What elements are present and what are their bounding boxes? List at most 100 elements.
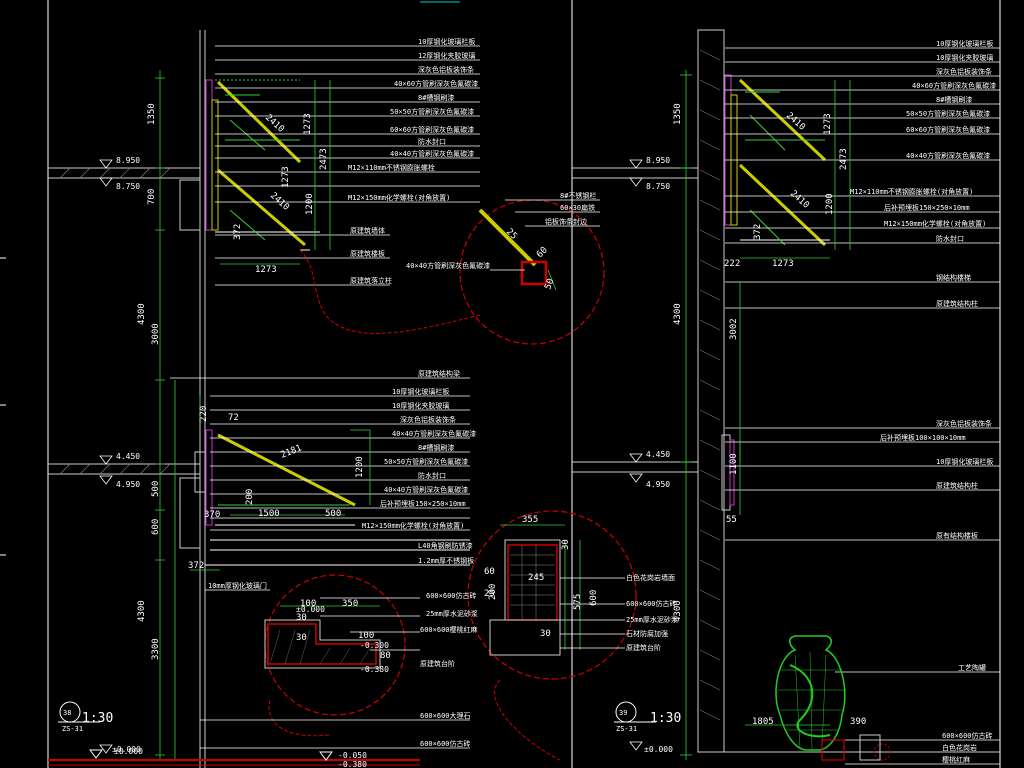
note-text: 原建筑结构梁 [418, 369, 460, 378]
level-text: 4.450 [646, 450, 670, 459]
note-text: 40×40方管刷深灰色氟碳漆 [392, 429, 476, 438]
left-upper-leaders [215, 45, 480, 286]
dim-text: 200 [245, 489, 255, 505]
dim-text: 3002 [729, 318, 739, 340]
right-wall [697, 29, 725, 753]
dim-text: 72 [228, 413, 239, 423]
level-text: 8.950 [646, 156, 670, 165]
note-text: M12×150mm化学螺栓(对角放置) [348, 193, 450, 202]
note-text: 600×600大理石 [420, 711, 471, 720]
level-text: 4.950 [116, 480, 140, 489]
dim-text: 4300 [673, 600, 683, 622]
dim-text: 372 [188, 561, 204, 571]
note-text: 防水封口 [418, 137, 446, 146]
left-callout-link [299, 249, 481, 334]
note-text: 原建筑台阶 [626, 643, 661, 652]
dim-text: 372 [753, 224, 763, 240]
scale-badge-bottom: ZS-31 [616, 725, 637, 733]
dim-text: 200 [488, 584, 498, 600]
dim-text: 50 [543, 277, 556, 291]
dim-text: 30 [540, 629, 551, 639]
level-text: 4.450 [116, 452, 140, 461]
left-lower-railing [194, 429, 470, 566]
note-text: 白色花岗岩墙面 [626, 573, 675, 582]
vase [775, 635, 846, 751]
note-text: 8#不锈钢栏 [560, 191, 596, 200]
right-leaders [725, 47, 1000, 765]
note-text: M12×150mm化学螺栓(对角放置) [362, 521, 464, 530]
dim-text: 355 [522, 515, 538, 525]
dim-text: 1500 [258, 509, 280, 519]
right-scale-badge [614, 701, 656, 723]
note-text: 原建筑落立柱 [350, 276, 392, 285]
note-text: 10厚钢化玻璃栏板 [418, 37, 475, 46]
level-text: 8.750 [646, 182, 670, 191]
note-text: M12×150mm化学螺栓(对角放置) [884, 219, 986, 228]
callout-lower-left-text: 350 100 100 30 30 80 ±0.000 -0.380 -0.30… [296, 591, 478, 674]
note-text: 后补预埋板150×250×10mm [380, 499, 466, 508]
dim-text: 220 [199, 406, 209, 422]
note-text: 60×60方管刷深灰色氟碳漆 [390, 125, 474, 134]
note-text: 600×600仿古砖 [426, 591, 477, 600]
left-wall [48, 30, 206, 768]
scale-badge-top: 39 [619, 709, 627, 717]
left-level-markers [99, 159, 113, 754]
note-text: L40角钢刷防锈漆 [418, 541, 473, 550]
dim-text: 350 [342, 599, 358, 609]
note-text: 原建筑结构柱 [936, 481, 978, 490]
callout-lower-left [264, 574, 420, 737]
dim-text: 3000 [151, 323, 161, 345]
dim-text: 1350 [673, 103, 683, 125]
level-text: ±0.000 [296, 605, 325, 614]
dim-text: 30 [561, 539, 571, 550]
note-text: 防水封口 [936, 234, 964, 243]
dim-text: 2473 [839, 148, 849, 170]
note-text: 原建筑台阶 [420, 659, 455, 668]
dim-text: 600 [151, 519, 161, 535]
bottom-left-floor [48, 719, 470, 766]
note-text: 10厚钢化玻璃栏板 [936, 457, 993, 466]
level-text: 4.950 [646, 480, 670, 489]
right-upper-railing [724, 74, 830, 247]
note-text: 40×60方管刷深灰色氟碳漆 [394, 79, 478, 88]
dim-text: 1273 [281, 166, 291, 188]
note-text: 原建筑楼板 [350, 249, 385, 258]
dim-text: 500 [325, 509, 341, 519]
note-text: 8#槽钢刷漆 [418, 93, 454, 102]
callout-lower-right-text: 355 200 245 575 600 30 60 25 30 白色花岗岩墙面 … [484, 515, 678, 652]
dim-text: 4300 [673, 303, 683, 325]
dim-text: 2473 [319, 148, 329, 170]
note-text: 10厚钢化玻璃栏板 [392, 387, 449, 396]
dim-text: 1273 [303, 113, 313, 135]
callout-upper [459, 199, 605, 345]
dim-text: 1805 [752, 717, 774, 727]
note-text: 8#槽钢刷漆 [418, 443, 454, 452]
level-text: -0.380 [338, 760, 367, 768]
dim-text: 245 [528, 573, 544, 583]
note-text: 原建筑结构柱 [936, 299, 978, 308]
note-text: M12×110mm不锈钢膨胀螺栓(对角放置) [850, 187, 973, 196]
note-text: 1.2mm厚不锈钢板 [418, 556, 474, 565]
note-text: 深灰色铝板装饰条 [418, 65, 474, 74]
dim-text: 700 [147, 189, 157, 205]
note-text: 深灰色铝板装饰条 [400, 415, 456, 424]
note-text: 10厚钢化玻璃栏板 [936, 39, 993, 48]
dim-text: 390 [850, 717, 866, 727]
left-detail [48, 30, 481, 768]
note-text: 防水封口 [418, 471, 446, 480]
dim-text: 1100 [729, 453, 739, 475]
note-text: 600×600仿古砖 [626, 599, 677, 608]
level-text: ±0.000 [114, 747, 143, 756]
right-text: 1350 4300 3002 1100 4300 1273 2473 1200 … [616, 39, 996, 764]
note-text: 工艺陶罐 [958, 663, 986, 672]
dim-text: 600 [589, 590, 599, 606]
note-text: 25mm厚水泥砂浆 [626, 615, 678, 624]
note-text: 白色花岗岩 [942, 743, 977, 752]
dim-text: 370 [204, 510, 220, 520]
note-text: 600×600仿古砖 [420, 739, 471, 748]
level-text: -0.300 [360, 641, 389, 650]
level-text: -0.380 [360, 665, 389, 674]
dim-text: 80 [380, 651, 391, 661]
note-text: 60×30扁铁 [560, 203, 595, 212]
note-text: 8#槽钢刷漆 [936, 95, 972, 104]
